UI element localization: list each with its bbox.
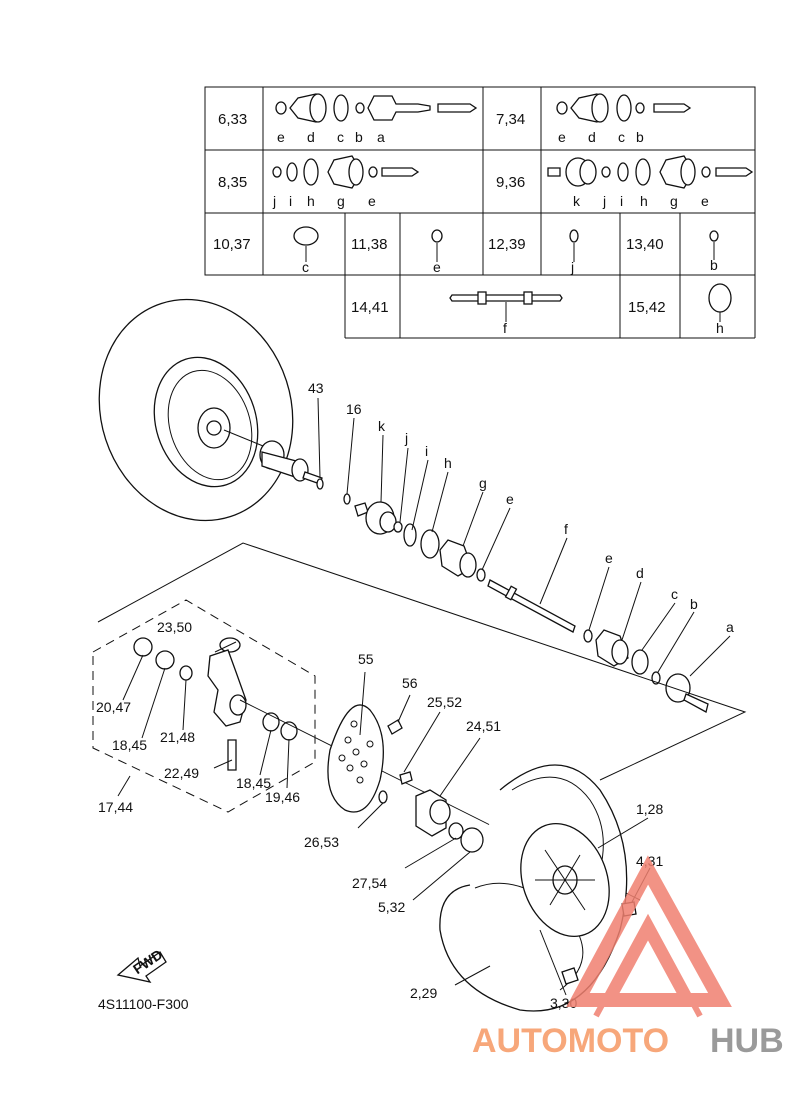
callout-label: 56 bbox=[402, 675, 418, 691]
table-letter: g bbox=[670, 193, 678, 209]
callout-label: k bbox=[378, 418, 386, 434]
fwd-arrow-icon: FWD bbox=[116, 946, 167, 983]
callout-label: 16 bbox=[346, 401, 362, 417]
callout-label: 27,54 bbox=[352, 875, 387, 891]
circlip-icon bbox=[709, 230, 719, 242]
callout-label: j bbox=[404, 430, 408, 446]
cv-boot-set-illustration bbox=[556, 93, 692, 123]
table-letter: i bbox=[289, 193, 292, 209]
table-letter: b bbox=[355, 129, 363, 145]
callout-label: 18,45 bbox=[236, 775, 271, 791]
callout-label: f bbox=[564, 521, 568, 537]
leader-lines-upper bbox=[317, 397, 731, 677]
bolt-icon bbox=[399, 771, 413, 785]
table-letter: c bbox=[302, 259, 309, 275]
table-code: 13,40 bbox=[626, 236, 664, 253]
table-code: 8,35 bbox=[218, 174, 247, 191]
cv-boot-set-illustration bbox=[272, 155, 420, 189]
callout-label: 43 bbox=[308, 380, 324, 396]
boot-band-icon bbox=[708, 283, 732, 313]
table-letter: e bbox=[368, 193, 376, 209]
watermark-text-auto: AUTOMOTO bbox=[472, 1022, 669, 1060]
knuckle-parts bbox=[133, 637, 298, 771]
clip-icon bbox=[431, 229, 443, 243]
callout-label: 17,44 bbox=[98, 799, 133, 815]
callout-label: h bbox=[444, 455, 452, 471]
table-letter: b bbox=[636, 129, 644, 145]
hub-illustration bbox=[415, 789, 451, 837]
table-letter: e bbox=[701, 193, 709, 209]
table-letter: d bbox=[588, 129, 596, 145]
callout-label: i bbox=[425, 443, 428, 459]
callout-label: 5,32 bbox=[378, 899, 405, 915]
watermark-text-hub: HUB bbox=[710, 1022, 784, 1060]
callout-label: e bbox=[605, 550, 613, 566]
callout-label: 2,29 bbox=[410, 985, 437, 1001]
callout-label: c bbox=[671, 586, 678, 602]
callout-label: 25,52 bbox=[427, 694, 462, 710]
table-letter: h bbox=[716, 320, 724, 336]
table-letter: h bbox=[640, 193, 648, 209]
table-letter: h bbox=[307, 193, 315, 209]
callout-label: 18,45 bbox=[112, 737, 147, 753]
table-letter: d bbox=[307, 129, 315, 145]
table-letter: a bbox=[377, 129, 385, 145]
table-letter: k bbox=[573, 193, 581, 209]
table-code: 14,41 bbox=[351, 299, 389, 316]
watermark-logo bbox=[566, 855, 732, 1018]
table-letter: e bbox=[558, 129, 566, 145]
callout-label: e bbox=[506, 491, 514, 507]
callout-label: b bbox=[690, 596, 698, 612]
callout-label: 24,51 bbox=[466, 718, 501, 734]
callout-label: 19,46 bbox=[265, 789, 300, 805]
table-letter: f bbox=[503, 320, 507, 336]
callout-label: 23,50 bbox=[157, 619, 192, 635]
callout-label: 21,48 bbox=[160, 729, 195, 745]
cv-boot-set-illustration bbox=[275, 93, 478, 123]
table-letter: b bbox=[710, 257, 718, 273]
table-code: 10,37 bbox=[213, 236, 251, 253]
bolt-icon bbox=[387, 719, 403, 735]
callout-label: g bbox=[479, 475, 487, 491]
callout-label: 20,47 bbox=[96, 699, 131, 715]
table-code: 7,34 bbox=[496, 111, 525, 128]
parts-table: 6,33 7,34 e d c b a e d c b bbox=[204, 86, 756, 339]
diagram-code: 4S11100-F300 bbox=[98, 996, 189, 1012]
table-code: 9,36 bbox=[496, 174, 525, 191]
brake-disc-illustration bbox=[327, 704, 384, 813]
table-letter: j bbox=[272, 193, 276, 209]
table-letter: c bbox=[618, 129, 625, 145]
table-letter: g bbox=[337, 193, 345, 209]
front-wheel-upper-illustration bbox=[98, 298, 294, 522]
callout-label: 22,49 bbox=[164, 765, 199, 781]
table-code: 6,33 bbox=[218, 111, 247, 128]
exploded-drive-shaft bbox=[343, 493, 709, 713]
table-letter: c bbox=[337, 129, 344, 145]
callout-label: 1,28 bbox=[636, 801, 663, 817]
table-letter: e bbox=[277, 129, 285, 145]
drive-shaft-icon bbox=[449, 291, 563, 305]
table-code: 12,39 bbox=[488, 236, 526, 253]
bolt-icon bbox=[561, 967, 579, 985]
cv-joint-set-illustration bbox=[547, 155, 754, 189]
band-clamp-icon bbox=[293, 226, 319, 246]
table-letter: i bbox=[620, 193, 623, 209]
front-wheel-lower-illustration bbox=[439, 764, 628, 1012]
callout-label: d bbox=[636, 565, 644, 581]
callout-label: a bbox=[726, 619, 734, 635]
table-letter: j bbox=[602, 193, 606, 209]
circlip-icon bbox=[569, 229, 579, 243]
knuckle-group-outline bbox=[92, 599, 316, 813]
callouts: 43 16 k j i h g e f e d c b a 23,50 55 5… bbox=[96, 380, 734, 1011]
callout-label: 26,53 bbox=[304, 834, 339, 850]
table-code: 15,42 bbox=[628, 299, 666, 316]
table-code: 11,38 bbox=[351, 236, 387, 253]
table-letter: e bbox=[433, 259, 441, 275]
table-letter: j bbox=[570, 259, 574, 275]
callout-label: 55 bbox=[358, 651, 374, 667]
